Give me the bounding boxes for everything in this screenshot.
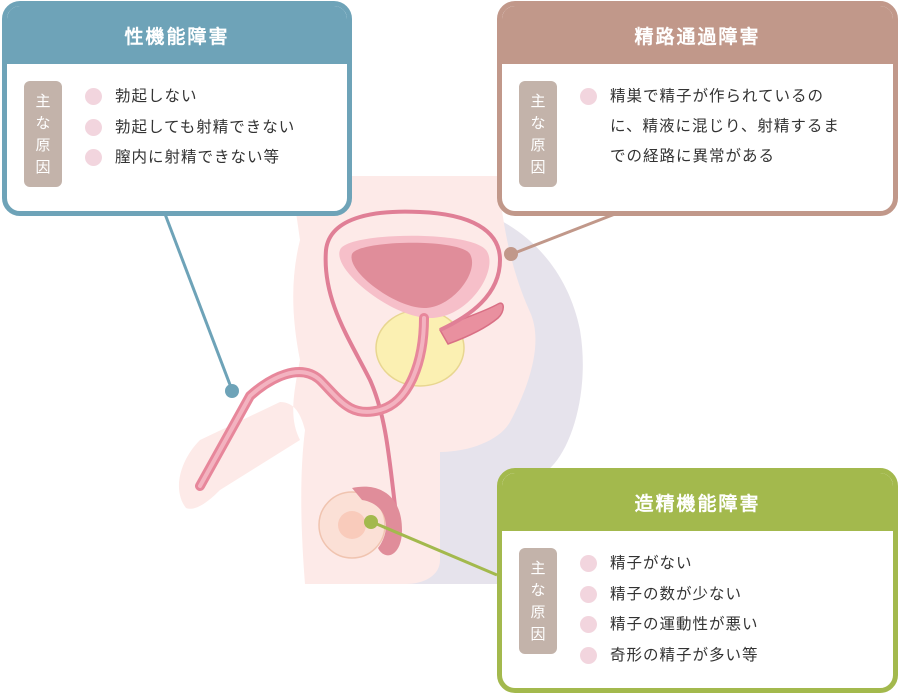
pointer-dot-duct: [504, 247, 518, 261]
pointer-sperm: [371, 520, 498, 577]
seminal-vesicle: [438, 302, 504, 345]
list-item: 奇形の精子が多い等: [580, 640, 759, 671]
pointer-dot-sperm: [364, 515, 378, 529]
bladder: [351, 242, 473, 308]
main-cause-label: 主 な 原 因: [519, 81, 557, 187]
card-seminal-duct-obstruction: 精路通過障害 主 な 原 因 精巣で精子が作られているのに、精液に混じり、射精す…: [497, 1, 898, 216]
list-item: 精子の数が少ない: [580, 579, 759, 610]
card-title: 精路通過障害: [502, 6, 893, 64]
pointer-sexual: [163, 213, 234, 391]
list-item: 精子の運動性が悪い: [580, 609, 759, 640]
list-item: 精子がない: [580, 548, 759, 579]
card-title: 造精機能障害: [502, 473, 893, 531]
cause-list: 精巣で精子が作られているのに、精液に混じり、射精するまでの経路に異常がある: [557, 81, 878, 171]
main-cause-label: 主 な 原 因: [24, 81, 62, 187]
cause-list: 勃起しない 勃起しても射精できない 膣内に射精できない等: [62, 81, 295, 173]
list-item: 勃起しても射精できない: [85, 112, 295, 143]
pointer-dot-sexual: [225, 384, 239, 398]
pointer-duct: [511, 212, 616, 256]
card-sexual-dysfunction: 性機能障害 主 な 原 因 勃起しない 勃起しても射精できない 膣内に射精できな…: [2, 1, 352, 216]
list-item: 勃起しない: [85, 81, 295, 112]
epididymis: [352, 486, 402, 556]
card-title: 性機能障害: [7, 6, 347, 64]
cause-list: 精子がない 精子の数が少ない 精子の運動性が悪い 奇形の精子が多い等: [557, 548, 759, 670]
card-spermatogenesis-dysfunction: 造精機能障害 主 な 原 因 精子がない 精子の数が少ない 精子の運動性が悪い …: [497, 468, 898, 693]
vas-deferens: [323, 209, 503, 531]
main-cause-label: 主 な 原 因: [519, 548, 557, 654]
list-item: 精巣で精子が作られているのに、精液に混じり、射精するまでの経路に異常がある: [580, 81, 878, 171]
list-item: 膣内に射精できない等: [85, 142, 295, 173]
